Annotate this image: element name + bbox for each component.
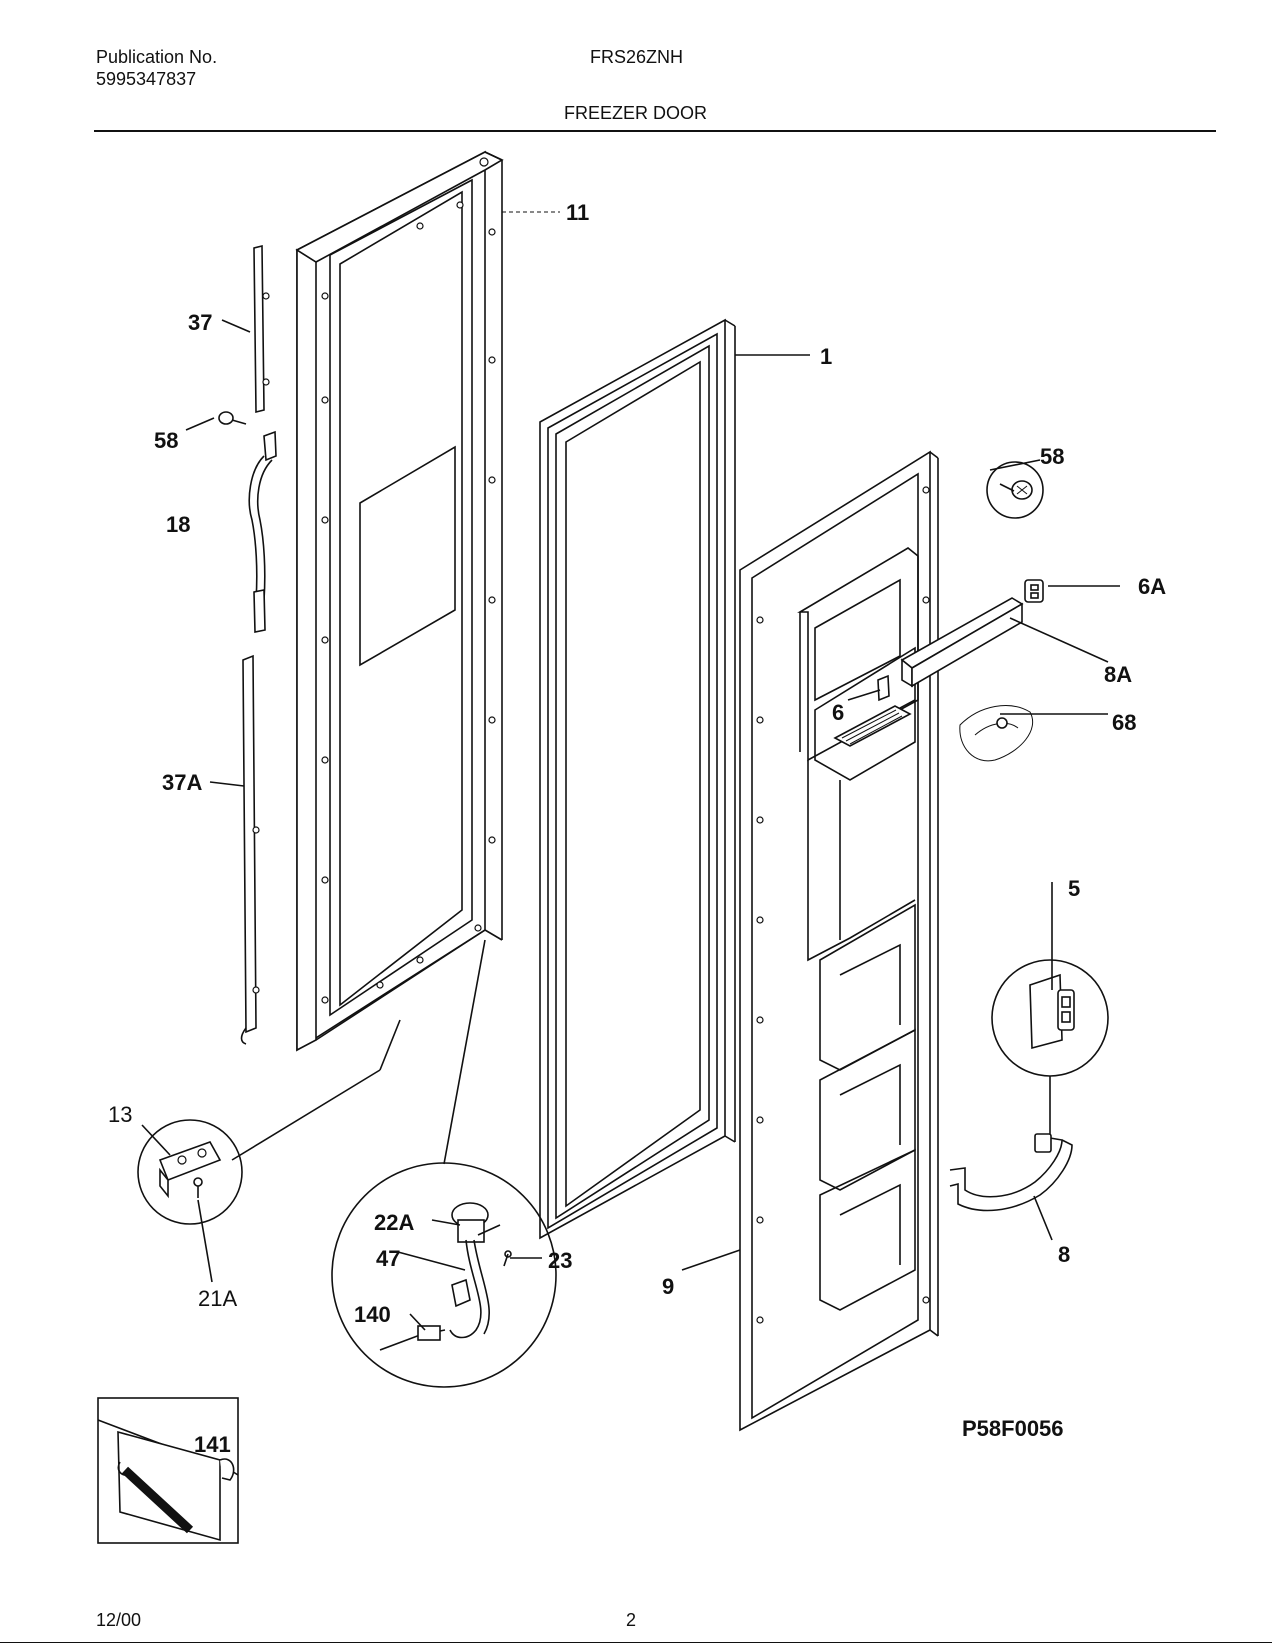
part-68 xyxy=(959,705,1033,762)
callout-141: 141 xyxy=(194,1432,231,1457)
drawing-code: P58F0056 xyxy=(962,1416,1064,1441)
header-rule xyxy=(94,130,1216,132)
callout-18: 18 xyxy=(166,512,190,537)
callout-21A: 21A xyxy=(198,1286,237,1311)
callout-5: 5 xyxy=(1068,876,1080,901)
model-number: FRS26ZNH xyxy=(590,47,684,67)
callout-8A: 8A xyxy=(1104,662,1132,687)
footer-date: 12/00 xyxy=(96,1610,142,1630)
leader-lines xyxy=(141,211,1120,1331)
callout-37: 37 xyxy=(188,310,212,335)
frame-holes xyxy=(321,157,496,1004)
door-frame-part xyxy=(295,150,504,1052)
callout-23: 23 xyxy=(548,1248,572,1273)
bracket-6-part xyxy=(877,674,890,702)
callout-1: 1 xyxy=(820,344,832,369)
part-141-detail xyxy=(97,1397,239,1544)
callout-58-right: 58 xyxy=(1040,444,1064,469)
section-title: FREEZER DOOR xyxy=(564,103,708,123)
footer-page-number: 2 xyxy=(626,1610,637,1630)
callout-47: 47 xyxy=(376,1246,400,1271)
clip-6A-part xyxy=(1024,579,1044,603)
bar-8A-part xyxy=(900,597,1024,688)
hinge-strip-37-part xyxy=(253,244,270,414)
switch-22A-detail xyxy=(331,1162,557,1388)
part-5-detail xyxy=(991,959,1109,1136)
callout-6: 6 xyxy=(832,700,844,725)
callout-11: 11 xyxy=(566,200,589,225)
publication-number: 5995347837 xyxy=(96,69,197,89)
door-liner-part xyxy=(739,450,939,1432)
callout-8: 8 xyxy=(1058,1242,1070,1267)
callout-68: 68 xyxy=(1112,710,1136,735)
liner-holes xyxy=(756,486,930,1324)
publication-label: Publication No. xyxy=(96,47,218,67)
callout-37A: 37A xyxy=(162,770,202,795)
gasket-part xyxy=(539,318,736,1240)
callout-9: 9 xyxy=(662,1274,674,1299)
callout-6A: 6A xyxy=(1138,574,1166,599)
strip-37A-part xyxy=(240,654,260,1045)
callout-140: 140 xyxy=(354,1302,391,1327)
handle-trim-8-part xyxy=(949,1133,1073,1212)
bracket-18-part xyxy=(248,430,277,633)
screw-58-right-part xyxy=(986,461,1044,519)
part-13-detail xyxy=(137,1119,243,1225)
callout-22A: 22A xyxy=(374,1210,414,1235)
callout-58-left: 58 xyxy=(154,428,178,453)
callout-13: 13 xyxy=(108,1102,132,1127)
footer-rule xyxy=(0,1642,1272,1643)
screw-58-left-part xyxy=(218,411,247,425)
